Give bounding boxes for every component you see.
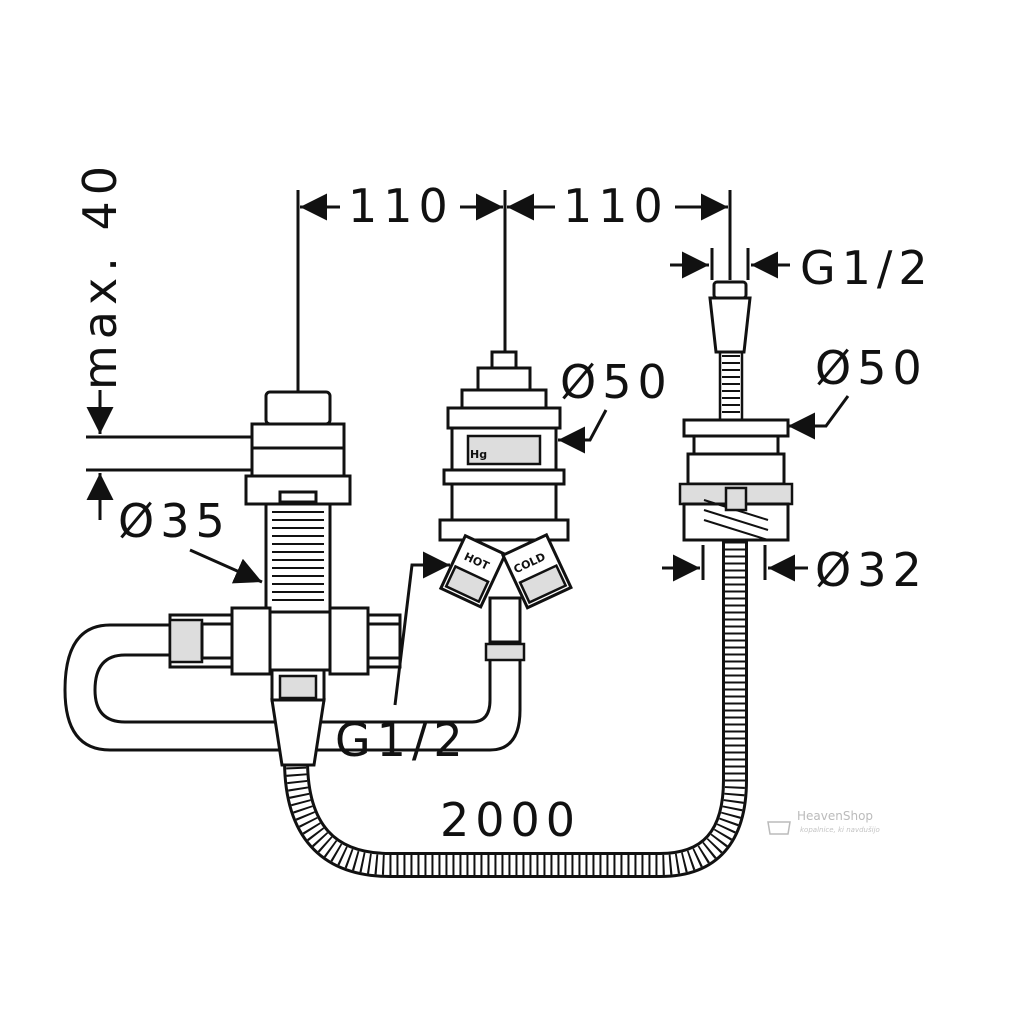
watermark-tagline: kopalnice, ki navdušijo (800, 826, 880, 834)
leader-valve (558, 409, 608, 454)
right-outlet-assembly (678, 280, 794, 542)
dimension-thread-top (670, 248, 790, 280)
corrugated-hose (283, 348, 748, 878)
dim-thread-top: G1/2 (800, 241, 934, 295)
center-valve: Hg HOT COLD (438, 350, 573, 662)
watermark-brand: HeavenShop (797, 809, 873, 823)
dim-left-body-diameter: Ø35 (118, 494, 231, 548)
dim-flange-diameter: Ø50 (815, 341, 928, 395)
valve-mark: Hg (470, 448, 487, 461)
dim-spacing-left: 110 (348, 179, 454, 233)
connection-hose-loop (63, 623, 522, 752)
leader-flange (788, 395, 850, 440)
leader-left-body (189, 548, 263, 584)
brand-watermark: HeavenShop kopalnice, ki navdušijo (767, 809, 880, 835)
dim-max-depth: max. 40 (73, 160, 127, 390)
dimension-spacing (296, 190, 732, 392)
dimension-sleeve (662, 545, 808, 582)
left-valve-body (168, 390, 402, 767)
dim-sleeve-diameter: Ø32 (815, 543, 928, 597)
dimension-max-depth (86, 390, 262, 520)
dim-spacing-right: 110 (563, 179, 669, 233)
dim-valve-diameter: Ø50 (560, 355, 673, 409)
dim-hose-length: 2000 (440, 793, 581, 847)
